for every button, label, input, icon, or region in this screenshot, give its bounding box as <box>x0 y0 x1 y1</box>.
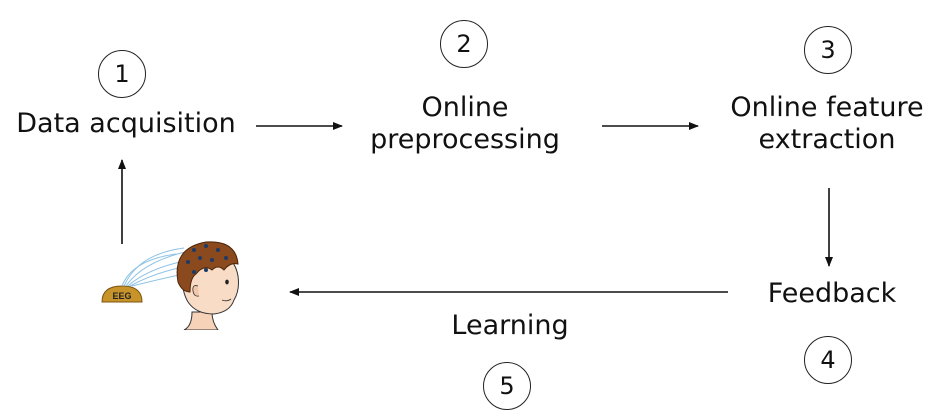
step-3-label-line-1: Online feature <box>730 92 924 123</box>
step-3-label-line-2: extraction <box>758 124 896 156</box>
eeg-person-illustration: EEG <box>101 241 239 330</box>
mouth-icon <box>221 298 232 302</box>
step-4-number: 4 <box>804 336 852 384</box>
step-5-label-line-1: Learning <box>451 310 569 341</box>
ear-icon <box>192 285 200 297</box>
step-5-number: 5 <box>483 362 531 410</box>
step-2-label-line-1: Online <box>421 92 509 123</box>
step-3-label: Online feature extraction <box>712 92 936 157</box>
step-2-label: Online preprocessing <box>355 92 575 157</box>
step-1-label: Data acquisition <box>6 108 246 140</box>
neck-icon <box>183 311 219 330</box>
electrodes-icon <box>186 244 228 274</box>
eeg-device-label: EEG <box>112 291 131 301</box>
step-1-number: 1 <box>98 50 146 98</box>
step-1-label-line-1: Data acquisition <box>16 108 236 139</box>
step-2-label-line-2: preprocessing <box>370 124 560 156</box>
step-4-label: Feedback <box>752 278 912 310</box>
eye-icon <box>225 279 229 285</box>
step-5-label: Learning <box>430 310 590 342</box>
step-4-label-line-1: Feedback <box>767 278 897 309</box>
hair-icon <box>176 241 239 293</box>
step-3-number: 3 <box>804 26 852 74</box>
step-2-number: 2 <box>440 20 488 68</box>
